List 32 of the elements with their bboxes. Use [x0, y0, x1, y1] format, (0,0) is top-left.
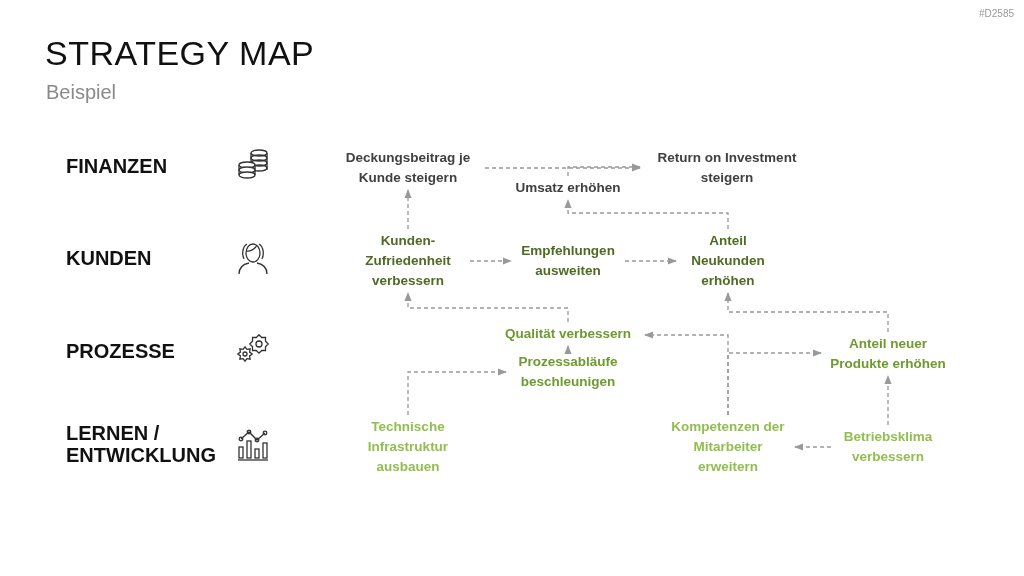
- objective-text: Prozessabläufe beschleunigen: [508, 352, 628, 392]
- subtitle: Beispiel: [46, 81, 117, 104]
- title: STRATEGY MAP: [45, 34, 315, 73]
- perspective-label: FINANZEN: [66, 155, 169, 177]
- dashed-arrow: [624, 257, 677, 265]
- dashed-arrow: [484, 164, 641, 172]
- objective-text: Anteil neuer Produkte erhöhen: [823, 334, 953, 374]
- slide-code: #D2585: [978, 8, 1014, 19]
- dashed-arrow: [724, 292, 889, 333]
- perspective-label: KUNDEN: [66, 247, 153, 269]
- dashed-arrow: [884, 375, 892, 426]
- dashed-arrow: [404, 189, 412, 230]
- perspective-label: LERNEN / ENTWICKLUNG: [66, 422, 216, 466]
- objective-text: Umsatz erhöhen: [498, 178, 638, 198]
- dashed-arrow: [727, 349, 822, 416]
- objective-text: Qualität verbessern: [493, 324, 643, 344]
- dashed-arrow: [407, 368, 507, 416]
- objective-text: Deckungsbeitrag je Kunde steigern: [333, 148, 483, 188]
- dashed-arrow: [567, 163, 641, 177]
- dashed-arrow: [469, 257, 512, 265]
- dashed-arrow: [564, 345, 572, 355]
- objective-text: Return on Investment steigern: [642, 148, 812, 188]
- dashed-arrow: [794, 443, 832, 451]
- objective-text: Technische Infrastruktur ausbauen: [358, 417, 458, 477]
- dashed-arrow: [564, 199, 729, 230]
- objective-text: Anteil Neukunden erhöhen: [678, 231, 778, 291]
- dashed-arrow: [404, 292, 569, 323]
- objective-text: Empfehlungen ausweiten: [513, 241, 623, 281]
- objective-text: Kunden-Zufriedenheit verbessern: [348, 231, 468, 291]
- perspective-label: PROZESSE: [66, 340, 176, 362]
- objective-text: Betriebsklima verbessern: [833, 427, 943, 467]
- objective-text: Kompetenzen der Mitarbeiter erweitern: [663, 417, 793, 477]
